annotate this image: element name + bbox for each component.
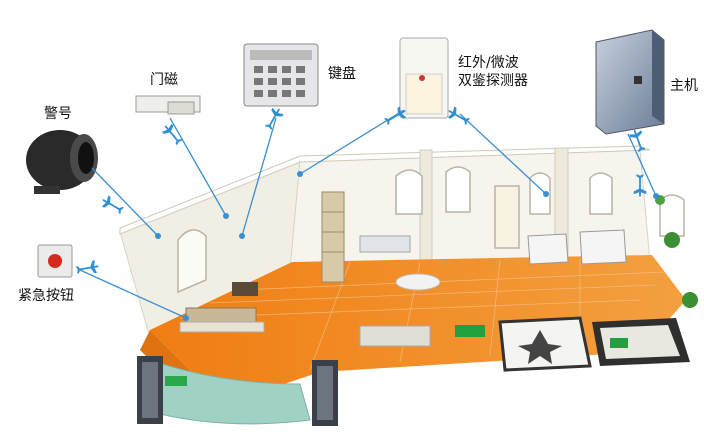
label-siren: 警号 [44, 106, 72, 122]
link-endpoints [155, 171, 659, 321]
host-device [595, 29, 665, 135]
beam-detector-left [137, 356, 163, 424]
keypad-device [243, 43, 319, 107]
detector-device [399, 37, 449, 119]
label-host: 主机 [670, 78, 698, 94]
furniture [149, 191, 698, 425]
label-detector-line1: 红外/微波 [458, 55, 519, 71]
label-emergency-button: 紧急按钮 [18, 288, 74, 304]
label-keypad: 键盘 [328, 66, 356, 82]
label-detector: 红外/微波 双鉴探测器 [458, 54, 528, 90]
label-door-contact: 门磁 [150, 72, 178, 88]
label-detector-line2: 双鉴探测器 [458, 73, 528, 89]
door-contact-device [135, 95, 201, 115]
carpet [498, 316, 690, 372]
beam-detector-right [312, 360, 338, 426]
siren-device [26, 130, 98, 194]
windows [177, 166, 685, 294]
emergency-button-device [37, 244, 73, 278]
